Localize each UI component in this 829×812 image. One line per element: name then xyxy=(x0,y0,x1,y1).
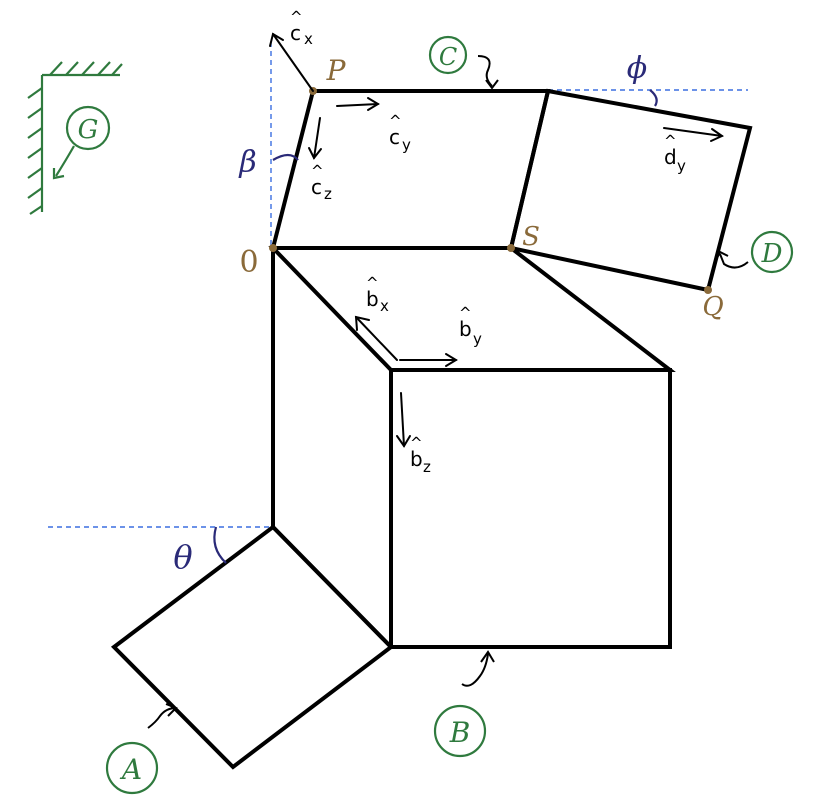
ground-hatching-top xyxy=(49,61,123,76)
body-a-label: A xyxy=(119,753,142,786)
body-d-pointer-head xyxy=(715,250,729,261)
body-g-label: G xyxy=(78,115,99,145)
body-g-circle xyxy=(65,105,111,151)
body-c-circle xyxy=(428,35,468,75)
point-o-dot xyxy=(269,244,277,252)
bx-sub: x xyxy=(380,297,389,315)
bx-vector xyxy=(354,315,398,361)
point-q-dot xyxy=(704,286,712,294)
body-d-plate xyxy=(508,88,753,293)
body-a-pointer xyxy=(147,707,177,729)
by-vector xyxy=(399,353,458,367)
body-d-label: D xyxy=(761,239,783,269)
cz-vector xyxy=(308,117,322,160)
body-b-circle xyxy=(433,704,487,758)
body-c-pointer xyxy=(477,55,493,87)
dy-vector xyxy=(663,127,725,142)
cy-vector xyxy=(336,97,380,111)
ground-hatching-left xyxy=(27,87,43,215)
by-hat: ^ xyxy=(459,304,472,322)
point-p-label: P xyxy=(326,54,347,87)
beta-label: β xyxy=(238,145,256,180)
bz-vector xyxy=(396,392,411,448)
bx-base: b xyxy=(366,287,379,311)
cx-hat: ^ xyxy=(290,8,303,26)
point-q-label: Q xyxy=(702,292,723,322)
cy-base: c xyxy=(389,125,400,149)
cx-sub: x xyxy=(304,30,313,48)
theta-arc xyxy=(213,526,227,564)
dy-hat: ^ xyxy=(664,132,677,150)
body-a-plate xyxy=(110,524,395,770)
body-d-circle xyxy=(750,230,794,274)
by-base: b xyxy=(459,317,472,341)
beta-arc xyxy=(272,153,299,161)
phi-label: ϕ xyxy=(627,51,647,86)
body-g-pointer-head xyxy=(52,168,65,180)
body-a-pointer-head xyxy=(165,703,178,717)
cx-base: c xyxy=(290,21,301,45)
theta-label: θ xyxy=(173,538,192,576)
point-o-label: 0 xyxy=(239,245,258,280)
bz-hat: ^ xyxy=(410,434,423,452)
phi-arc xyxy=(649,89,658,107)
point-s-dot xyxy=(507,244,515,252)
cz-sub: z xyxy=(324,185,332,203)
body-a-circle xyxy=(105,741,159,795)
cz-base: c xyxy=(311,175,322,199)
body-b-pointer xyxy=(461,653,489,687)
bz-sub: z xyxy=(423,458,431,476)
bx-hat: ^ xyxy=(366,274,379,292)
body-c-label: C xyxy=(439,43,457,71)
cy-hat: ^ xyxy=(389,112,402,130)
body-b-pointer-head xyxy=(480,650,495,663)
bz-base: b xyxy=(410,447,423,471)
body-g-pointer xyxy=(55,145,75,177)
cz-hat: ^ xyxy=(311,162,324,180)
point-s-label: S xyxy=(522,222,540,252)
by-sub: y xyxy=(473,330,482,348)
dy-base: d xyxy=(664,145,677,169)
ground-g: G xyxy=(27,61,123,215)
cy-sub: y xyxy=(402,136,411,154)
dy-sub: y xyxy=(677,157,686,175)
body-c-pointer-head xyxy=(485,79,499,90)
body-d-pointer xyxy=(719,253,749,269)
cx-vector xyxy=(269,32,314,92)
body-b-label: B xyxy=(449,716,471,749)
